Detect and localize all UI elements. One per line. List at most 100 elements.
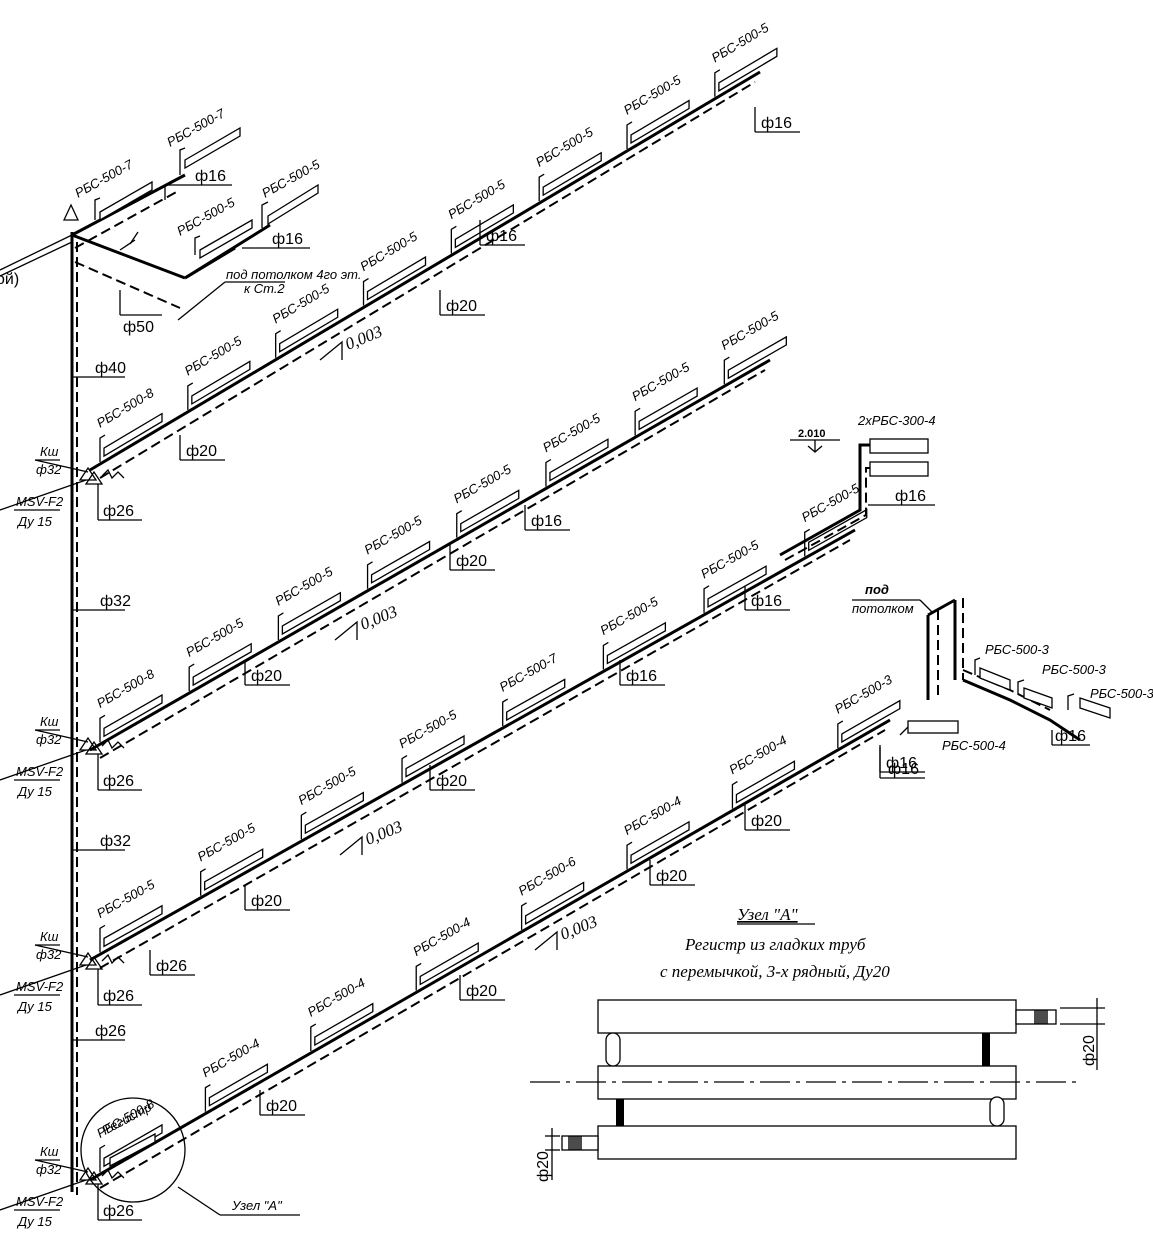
valve-msv-diameter: Ду 15 bbox=[16, 1214, 53, 1229]
radiator bbox=[370, 540, 431, 584]
extra-rad-label: РБС-500-3 bbox=[985, 642, 1050, 657]
valve-icon bbox=[78, 466, 98, 481]
valve-branch-diameter: ф26 bbox=[103, 1203, 134, 1220]
radiator bbox=[630, 99, 690, 145]
valve-msv-label: MSV-F2 bbox=[16, 979, 64, 994]
radiator-riser bbox=[714, 69, 721, 97]
valve-msv-diameter: Ду 15 bbox=[16, 514, 53, 529]
valve-msv-label: MSV-F2 bbox=[16, 494, 64, 509]
radiator bbox=[735, 760, 796, 804]
top-rad-label: РБС-500-5 bbox=[174, 194, 238, 238]
slope-label: 0,003 bbox=[362, 817, 405, 849]
radiator-riser bbox=[362, 277, 369, 306]
pipe-diameter-label: ф20 bbox=[456, 553, 487, 570]
radiator-riser bbox=[277, 612, 284, 640]
radiator-riser bbox=[520, 902, 527, 930]
radiator bbox=[208, 1063, 269, 1107]
pipe-diameter-label: ф20 bbox=[436, 773, 467, 790]
riser-diameter-2: ф32 bbox=[100, 593, 131, 610]
node-a-detail: Узел "А" Регистр из гладких труб с перем… bbox=[530, 905, 1105, 1182]
radiator-riser bbox=[703, 585, 710, 613]
supply-pipe bbox=[89, 718, 891, 1182]
radiator bbox=[419, 941, 479, 986]
dim-top-label: ф20 bbox=[1081, 1035, 1098, 1066]
valve-ksh-diameter: ф32 bbox=[36, 462, 62, 477]
pipe-diameter-label: ф16 bbox=[531, 513, 562, 530]
pipe-diameter-label: ф16 bbox=[886, 755, 917, 772]
radiator bbox=[630, 820, 690, 865]
radiator-riser bbox=[187, 382, 194, 410]
radiator bbox=[606, 621, 667, 665]
slope-mark-icon bbox=[319, 340, 343, 361]
pipe-diameter-label: ф20 bbox=[466, 983, 497, 1000]
valve-ksh-diameter: ф32 bbox=[36, 732, 62, 747]
pipe-diameter-label: ф16 bbox=[486, 228, 517, 245]
riser-diameter-3: ф32 bbox=[100, 833, 131, 850]
return-pipe bbox=[99, 729, 886, 1189]
radiator-riser bbox=[204, 1084, 211, 1112]
pipe-diameter-label: ф20 bbox=[251, 893, 282, 910]
valve-msv-diameter: Ду 15 bbox=[16, 784, 53, 799]
side-pipe-label: ф16 bbox=[888, 761, 919, 778]
radiator-riser bbox=[99, 434, 106, 463]
valve-spring-icon bbox=[101, 953, 125, 965]
side-radiator bbox=[907, 720, 959, 734]
radiator bbox=[454, 203, 515, 249]
extra-rad-label: РБС-500-3 bbox=[1090, 686, 1153, 701]
extra-pipe-label: ф16 bbox=[895, 488, 926, 505]
slope-mark-icon bbox=[339, 835, 363, 856]
valve-branch-diameter: ф26 bbox=[103, 773, 134, 790]
supply-pipe bbox=[89, 528, 856, 962]
radiator bbox=[204, 848, 264, 891]
radiator-riser bbox=[99, 714, 106, 743]
pipe-diameter-label: ф20 bbox=[251, 668, 282, 685]
top-pipe-label: ф16 bbox=[272, 231, 303, 248]
radiator-riser bbox=[99, 924, 106, 953]
radiator-riser bbox=[200, 868, 207, 896]
pipe-diameter-label: ф20 bbox=[266, 1098, 297, 1115]
valve-ksh-label: Кш bbox=[40, 929, 59, 944]
pipe-diameter-label: ф16 bbox=[626, 668, 657, 685]
riser-top-marker-icon bbox=[62, 203, 80, 221]
slope-label: 0,003 bbox=[557, 912, 600, 944]
riser-fragment-label: ой) bbox=[0, 271, 19, 288]
radiator-riser bbox=[731, 781, 738, 809]
radiator bbox=[103, 412, 163, 458]
riser-diameter-4: ф26 bbox=[95, 1023, 126, 1040]
pipe-diameter-label: ф20 bbox=[186, 443, 217, 460]
radiator-riser bbox=[450, 225, 457, 254]
dim-bottom-label: ф20 bbox=[535, 1151, 552, 1182]
radiator-riser bbox=[837, 720, 844, 748]
return-pipe bbox=[99, 539, 851, 969]
radiator bbox=[718, 47, 778, 92]
radiator bbox=[506, 678, 566, 722]
valve-ksh-diameter: ф32 bbox=[36, 1162, 62, 1177]
radiator bbox=[405, 734, 465, 778]
extra-rad-label: РБС-500-3 bbox=[1042, 662, 1107, 677]
valve-icon bbox=[84, 955, 104, 970]
radiator-riser bbox=[538, 173, 545, 202]
radiator-riser bbox=[415, 962, 422, 991]
pipe-diameter-label: ф20 bbox=[751, 813, 782, 830]
supply-pipe bbox=[89, 358, 771, 752]
side-rad-label: РБС-500-4 bbox=[942, 738, 1006, 753]
floor-2-extras: 2.010 2хРБС-300-4 ф16 bbox=[779, 413, 936, 561]
elevation-mark: 2.010 bbox=[798, 428, 826, 440]
valve-spring-icon bbox=[101, 738, 125, 750]
register-tube-top bbox=[597, 999, 1017, 1034]
radiator bbox=[549, 438, 609, 482]
valve-branch-diameter: ф26 bbox=[103, 503, 134, 520]
radiator-riser bbox=[401, 755, 408, 783]
valve-ksh-diameter: ф32 bbox=[36, 947, 62, 962]
riser-ceiling-note: под потолком 4го эт. bbox=[226, 267, 361, 282]
radiator-riser bbox=[723, 356, 730, 385]
return-pipe bbox=[99, 369, 766, 759]
pipe-diameter-label: ф20 bbox=[446, 298, 477, 315]
radiator-riser bbox=[456, 510, 463, 538]
radiator bbox=[191, 360, 251, 406]
valve-msv-label: MSV-F2 bbox=[16, 1194, 64, 1209]
